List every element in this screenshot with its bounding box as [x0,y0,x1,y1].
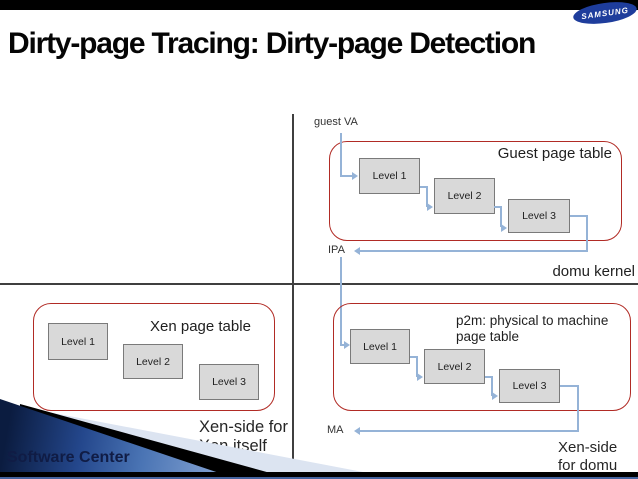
bottom-black-bar [0,472,638,477]
connector-p3-ma-segment [577,385,579,431]
connector-g2-g3-segment [494,206,502,208]
connector-guestva-segment [340,133,342,176]
connector-g3-ipa-segment [360,250,588,252]
footer-brand: Software Center [7,449,130,466]
arrowhead-right-icon [501,224,507,232]
ipa-label: IPA [328,244,345,256]
samsung-logo-text: SAMSUNG [580,5,630,21]
vertical-divider [292,114,294,470]
guest-va-label: guest VA [314,116,358,128]
p2m-table-title-line1: p2m: physical to machine [456,313,609,328]
xen-side-note-line1: Xen-side for [199,418,288,436]
connector-g3-ipa-segment [586,215,588,252]
arrowhead-right-icon [492,392,498,400]
connector-p2-p3-segment [485,376,493,378]
connector-ipa-p2m-segment [340,257,342,345]
connector-g2-g3-segment [500,206,502,227]
p2m-level-1-box: Level 1 [350,329,410,364]
connector-p2-p3-segment [491,376,493,396]
domu-side-note-line1: Xen-side [558,439,618,456]
xen-level-2-box: Level 2 [123,344,183,379]
horizontal-divider [0,283,638,285]
domu-side-note-line2: for domu [558,457,618,474]
arrowhead-left-icon [354,427,360,435]
arrowhead-right-icon [344,341,350,349]
p2m-table-frame [333,303,631,411]
p2m-table-title-line2: page table [456,329,520,344]
arrowhead-right-icon [417,373,423,381]
domu-kernel-label: domu kernel [552,263,635,280]
guest-level-2-box: Level 2 [434,178,495,214]
connector-p3-ma-segment [560,385,579,387]
connector-g3-ipa-segment [570,215,588,217]
guest-level-3-box: Level 3 [508,199,570,233]
guest-level-1-box: Level 1 [359,158,420,194]
p2m-level-2-box: Level 2 [424,349,485,384]
connector-ipa-p2m-segment [340,344,346,346]
connector-p1-p2-segment [410,356,418,358]
connector-g1-g2-segment [426,186,428,207]
arrowhead-right-icon [427,203,433,211]
arrowhead-left-icon [354,247,360,255]
xen-page-table-title: Xen page table [150,318,251,335]
guest-page-table-frame [329,141,622,241]
connector-p3-ma-segment [360,430,579,432]
slide-title: Dirty-page Tracing: Dirty-page Detection [8,27,536,60]
ma-label: MA [327,424,344,436]
connector-g1-g2-segment [420,186,428,188]
xen-page-table-frame [33,303,275,411]
arrowhead-right-icon [352,172,358,180]
xen-level-1-box: Level 1 [48,323,108,360]
top-black-bar [0,0,638,10]
guest-page-table-title: Guest page table [497,145,612,162]
connector-p1-p2-segment [416,356,418,377]
bottom-blue-strip [0,477,638,479]
p2m-level-3-box: Level 3 [499,369,560,403]
connector-guestva-segment [340,175,353,177]
xen-level-3-box: Level 3 [199,364,259,400]
